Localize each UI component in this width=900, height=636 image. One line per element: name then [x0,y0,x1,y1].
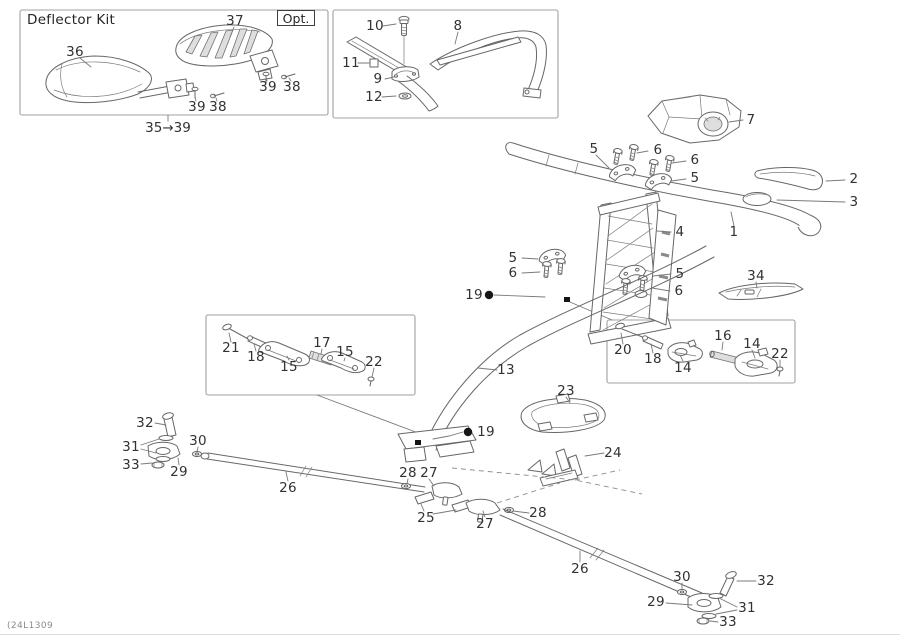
leader-lines [79,23,846,623]
hidden-dashed-lines [451,467,643,504]
tie-rod-end-shapes [401,482,514,523]
deflector-range-label: 35→39 [145,120,191,136]
tie-rod-left-shape [206,452,426,493]
handguard-screws [191,71,296,99]
diagram-code: (24L1309 [7,621,54,631]
clamp-bolt-shapes [537,143,676,298]
windshield-bracket-shapes [346,15,547,112]
deflector-kit-box [19,9,329,122]
left-links-box [205,314,430,438]
gauge-console-shape [647,94,742,144]
handguard-right-shape [175,24,279,81]
left-steering-arm-shapes [147,412,210,469]
left-link-shapes [222,323,375,387]
grease-dots [463,290,494,437]
handguard-left-shape [45,55,195,104]
right-latch-box [569,301,796,384]
cover-plate-shape [520,393,606,433]
handlebar-shape [505,142,822,237]
steering-column-shape [397,245,715,463]
deflector-kit-title: Deflector Kit [27,12,116,28]
arrow-bracket-shape [527,448,583,487]
right-steering-arm-shapes [677,571,737,625]
trim-strip-shape [718,282,804,300]
opt-badge: Opt. [277,10,315,26]
bottom-edge-line [0,634,900,635]
tie-rod-right-shape [499,508,703,601]
hardware-box [332,9,559,119]
right-latch-shapes [615,322,784,377]
bar-pad-shape [742,167,823,206]
